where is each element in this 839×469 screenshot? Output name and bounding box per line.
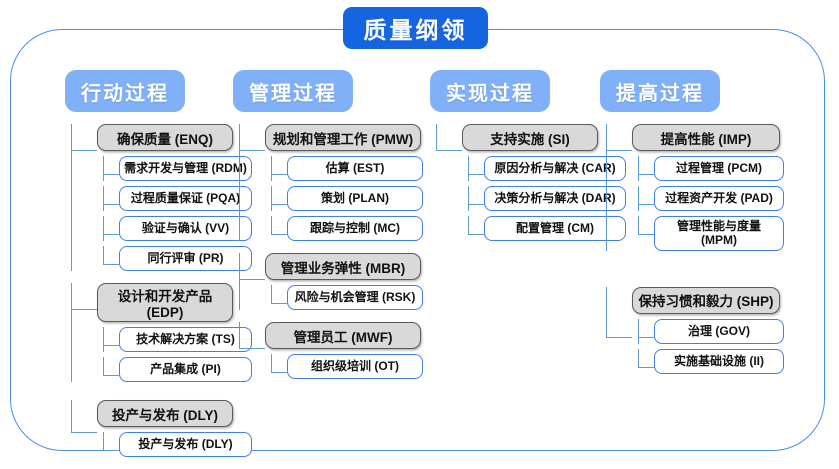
process-group: 确保质量 (ENQ) 需求开发与管理 (RDM) 过程质量保证 (PQA) 验证与确认… <box>71 124 252 271</box>
subprocess-list: 过程管理 (PCM) 过程资产开发 (PAD) 管理性能与度量 (MPM) <box>638 156 784 251</box>
subprocess-box: 治理 (GOV) <box>654 318 784 344</box>
subprocess-list: 风险与机会管理 (RSK) <box>271 285 423 310</box>
process-column: 行动过程确保质量 (ENQ) 需求开发与管理 (RDM) 过程质量保证 (PQA) 验… <box>65 70 252 457</box>
group-box: 保持习惯和毅力 (SHP) <box>632 286 780 314</box>
subprocess-box: 管理性能与度量 (MPM) <box>654 216 784 251</box>
subprocess-box: 过程质量保证 (PQA) <box>119 186 252 211</box>
subprocess-box: 需求开发与管理 (RDM) <box>119 156 252 181</box>
column-header: 行动过程 <box>65 70 185 112</box>
column-header: 实现过程 <box>430 70 550 112</box>
subprocess: 投产与发布 (DLY) <box>103 432 252 457</box>
subprocess-box: 产品集成 (PI) <box>119 357 252 382</box>
subprocess-box: 技术解决方案 (TS) <box>119 327 252 352</box>
subprocess-box: 过程管理 (PCM) <box>654 156 784 181</box>
process-group: 提高性能 (IMP) 过程管理 (PCM) 过程资产开发 (PAD) 管理性能与度量 … <box>606 124 784 251</box>
subprocess: 组织级培训 (OT) <box>271 354 423 379</box>
subprocess-box: 投产与发布 (DLY) <box>119 432 252 457</box>
subprocess: 技术解决方案 (TS) <box>103 327 252 352</box>
subprocess-box: 策划 (PLAN) <box>287 186 423 211</box>
group-list: 确保质量 (ENQ) 需求开发与管理 (RDM) 过程质量保证 (PQA) 验证与确认… <box>71 124 252 457</box>
group-box: 管理业务弹性 (MBR) <box>265 253 421 280</box>
process-group: 规划和管理工作 (PMW) 估算 (EST) 策划 (PLAN) 跟踪与控制 (MC) <box>239 124 423 241</box>
subprocess-box: 实施基础设施 (II) <box>654 348 784 374</box>
subprocess-list: 需求开发与管理 (RDM) 过程质量保证 (PQA) 验证与确认 (VV) 同行评审 … <box>103 156 252 271</box>
process-group: 支持实施 (SI) 原因分析与解决 (CAR) 决策分析与解决 (DAR) 配置管理 … <box>436 124 626 241</box>
subprocess: 需求开发与管理 (RDM) <box>103 156 252 181</box>
subprocess-box: 过程资产开发 (PAD) <box>654 186 784 211</box>
subprocess: 跟踪与控制 (MC) <box>271 216 423 241</box>
subprocess-list: 投产与发布 (DLY) <box>103 432 252 457</box>
group-box: 管理员工 (MWF) <box>265 322 421 349</box>
subprocess-box: 决策分析与解决 (DAR) <box>484 186 626 211</box>
subprocess-box: 验证与确认 (VV) <box>119 216 252 241</box>
subprocess-box: 风险与机会管理 (RSK) <box>287 285 423 310</box>
subprocess-box: 原因分析与解决 (CAR) <box>484 156 626 181</box>
group-box: 确保质量 (ENQ) <box>97 124 233 151</box>
process-group: 设计和开发产品 (EDP) 技术解决方案 (TS) 产品集成 (PI) <box>71 283 252 382</box>
process-group: 管理业务弹性 (MBR) 风险与机会管理 (RSK) <box>239 253 423 310</box>
subprocess-box: 跟踪与控制 (MC) <box>287 216 423 241</box>
subprocess: 过程管理 (PCM) <box>638 156 784 181</box>
group-box: 规划和管理工作 (PMW) <box>265 124 421 151</box>
subprocess: 实施基础设施 (II) <box>638 348 784 374</box>
group-box: 设计和开发产品 (EDP) <box>97 283 233 322</box>
process-group: 投产与发布 (DLY) 投产与发布 (DLY) <box>71 400 252 457</box>
subprocess-list: 技术解决方案 (TS) 产品集成 (PI) <box>103 327 252 382</box>
group-box: 投产与发布 (DLY) <box>97 400 233 427</box>
group-list: 规划和管理工作 (PMW) 估算 (EST) 策划 (PLAN) 跟踪与控制 (MC)… <box>239 124 423 379</box>
subprocess-box: 估算 (EST) <box>287 156 423 181</box>
subprocess: 同行评审 (PR) <box>103 246 252 271</box>
process-column: 实现过程支持实施 (SI) 原因分析与解决 (CAR) 决策分析与解决 (DAR) 配… <box>430 70 626 241</box>
column-header: 管理过程 <box>233 70 353 112</box>
subprocess-list: 原因分析与解决 (CAR) 决策分析与解决 (DAR) 配置管理 (CM) <box>468 156 626 241</box>
subprocess: 原因分析与解决 (CAR) <box>468 156 626 181</box>
subprocess: 决策分析与解决 (DAR) <box>468 186 626 211</box>
subprocess: 配置管理 (CM) <box>468 216 626 241</box>
subprocess-box: 组织级培训 (OT) <box>287 354 423 379</box>
subprocess: 管理性能与度量 (MPM) <box>638 216 784 251</box>
group-box: 支持实施 (SI) <box>462 124 598 151</box>
column-header: 提高过程 <box>600 70 720 112</box>
subprocess-list: 组织级培训 (OT) <box>271 354 423 379</box>
subprocess-list: 治理 (GOV) 实施基础设施 (II) <box>638 318 784 374</box>
subprocess: 治理 (GOV) <box>638 318 784 344</box>
subprocess: 风险与机会管理 (RSK) <box>271 285 423 310</box>
subprocess: 产品集成 (PI) <box>103 357 252 382</box>
process-column: 提高过程提高性能 (IMP) 过程管理 (PCM) 过程资产开发 (PAD) 管理性能… <box>600 70 784 374</box>
group-box: 提高性能 (IMP) <box>632 124 780 151</box>
diagram-title: 质量纲领 <box>343 7 488 49</box>
subprocess-list: 估算 (EST) 策划 (PLAN) 跟踪与控制 (MC) <box>271 156 423 241</box>
subprocess: 估算 (EST) <box>271 156 423 181</box>
subprocess: 过程资产开发 (PAD) <box>638 186 784 211</box>
subprocess: 过程质量保证 (PQA) <box>103 186 252 211</box>
group-list: 支持实施 (SI) 原因分析与解决 (CAR) 决策分析与解决 (DAR) 配置管理 … <box>436 124 626 241</box>
subprocess: 验证与确认 (VV) <box>103 216 252 241</box>
process-column: 管理过程规划和管理工作 (PMW) 估算 (EST) 策划 (PLAN) 跟踪与控制 … <box>233 70 423 379</box>
subprocess-box: 配置管理 (CM) <box>484 216 626 241</box>
process-group: 保持习惯和毅力 (SHP) 治理 (GOV) 实施基础设施 (II) <box>606 286 784 374</box>
subprocess-box: 同行评审 (PR) <box>119 246 252 271</box>
group-list: 提高性能 (IMP) 过程管理 (PCM) 过程资产开发 (PAD) 管理性能与度量 … <box>606 124 784 374</box>
subprocess: 策划 (PLAN) <box>271 186 423 211</box>
process-group: 管理员工 (MWF) 组织级培训 (OT) <box>239 322 423 379</box>
